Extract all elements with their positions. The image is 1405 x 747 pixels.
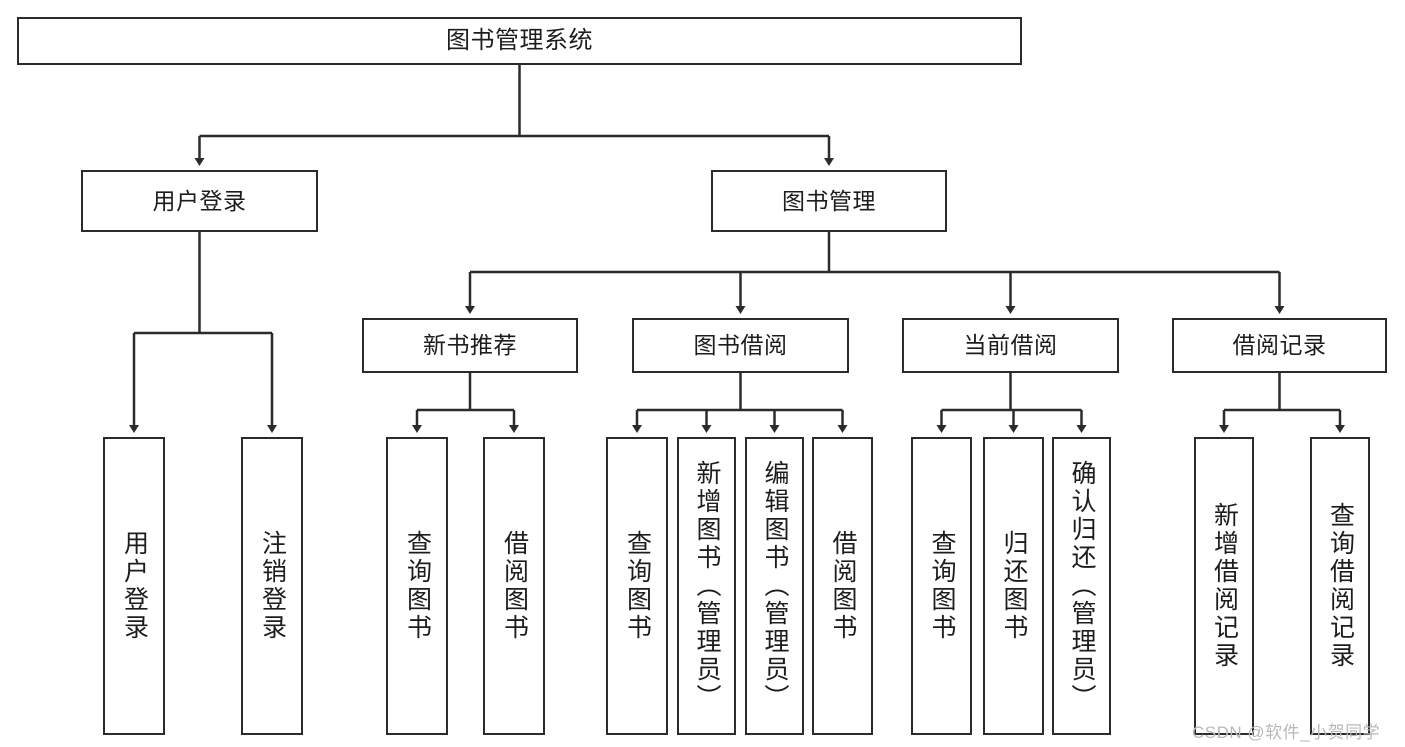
node-leaf-query-book-3[interactable]: 查询图书 bbox=[911, 437, 972, 735]
node-leaf-edit-book[interactable]: 编辑图书（管理员） bbox=[745, 437, 804, 735]
node-leaf-confirm-return-label: 确认归还（管理员） bbox=[1068, 460, 1096, 712]
node-new-book-rec-label: 新书推荐 bbox=[423, 332, 517, 359]
node-book-manage-label: 图书管理 bbox=[782, 187, 876, 214]
node-leaf-add-book[interactable]: 新增图书（管理员） bbox=[677, 437, 736, 735]
node-leaf-edit-book-label: 编辑图书（管理员） bbox=[761, 460, 789, 712]
node-user-login-label: 用户登录 bbox=[152, 187, 247, 214]
node-leaf-query-book-2-label: 查询图书 bbox=[623, 530, 652, 642]
node-leaf-borrow-book-1-label: 借阅图书 bbox=[500, 530, 529, 642]
node-leaf-user-login[interactable]: 用户登录 bbox=[103, 437, 165, 735]
node-current-borrow-label: 当前借阅 bbox=[963, 332, 1058, 359]
node-leaf-borrow-book-1[interactable]: 借阅图书 bbox=[483, 437, 545, 735]
node-leaf-add-record-label: 新增借阅记录 bbox=[1210, 502, 1239, 670]
node-leaf-query-record-label: 查询借阅记录 bbox=[1326, 502, 1355, 670]
node-borrow-record-label: 借阅记录 bbox=[1232, 332, 1327, 359]
node-leaf-borrow-book-2-label: 借阅图书 bbox=[829, 530, 857, 642]
node-leaf-query-record[interactable]: 查询借阅记录 bbox=[1310, 437, 1370, 735]
node-leaf-return-book-label: 归还图书 bbox=[1000, 530, 1028, 642]
node-book-manage[interactable]: 图书管理 bbox=[711, 170, 947, 232]
node-current-borrow[interactable]: 当前借阅 bbox=[902, 318, 1119, 373]
node-leaf-logout-label: 注销登录 bbox=[258, 530, 287, 642]
node-leaf-borrow-book-2[interactable]: 借阅图书 bbox=[812, 437, 873, 735]
node-leaf-user-login-label: 用户登录 bbox=[120, 530, 149, 642]
node-borrow-record[interactable]: 借阅记录 bbox=[1172, 318, 1387, 373]
node-leaf-query-book-2[interactable]: 查询图书 bbox=[606, 437, 668, 735]
node-book-borrow[interactable]: 图书借阅 bbox=[632, 318, 849, 373]
node-leaf-query-book-1-label: 查询图书 bbox=[403, 530, 432, 642]
node-user-login[interactable]: 用户登录 bbox=[81, 170, 318, 232]
node-new-book-rec[interactable]: 新书推荐 bbox=[362, 318, 578, 373]
node-root-label: 图书管理系统 bbox=[446, 27, 593, 55]
csdn-watermark: CSDN @软件_小贺同学 bbox=[1192, 723, 1381, 742]
node-leaf-add-book-label: 新增图书（管理员） bbox=[693, 460, 721, 712]
node-book-borrow-label: 图书借阅 bbox=[693, 332, 788, 359]
node-leaf-add-record[interactable]: 新增借阅记录 bbox=[1194, 437, 1254, 735]
node-leaf-logout[interactable]: 注销登录 bbox=[241, 437, 303, 735]
node-leaf-query-book-3-label: 查询图书 bbox=[928, 530, 956, 642]
node-leaf-return-book[interactable]: 归还图书 bbox=[983, 437, 1044, 735]
node-root[interactable]: 图书管理系统 bbox=[17, 17, 1022, 65]
node-leaf-confirm-return[interactable]: 确认归还（管理员） bbox=[1052, 437, 1111, 735]
node-leaf-query-book-1[interactable]: 查询图书 bbox=[386, 437, 448, 735]
